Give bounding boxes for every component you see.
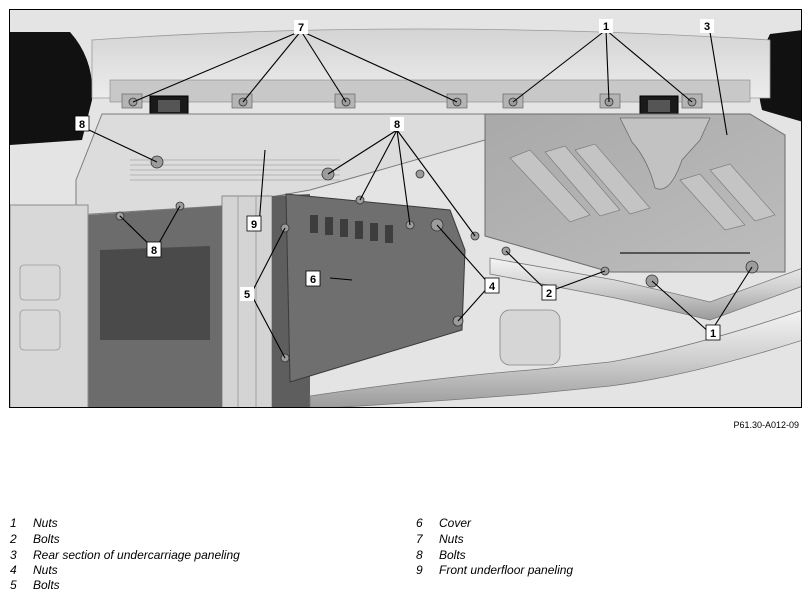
svg-text:2: 2 [546,288,552,300]
exhaust-pipe-upper [489,257,801,321]
legend-number: 2 [10,532,17,546]
svg-text:8: 8 [394,119,400,131]
legend-number: 7 [416,532,423,546]
legend-text: Front underfloor paneling [439,563,574,577]
legend-text: Rear section of undercarriage paneling [33,548,240,562]
leader-lines [88,29,753,359]
svg-text:3: 3 [704,21,710,33]
legend-number: 3 [10,548,17,562]
left-tire [10,32,93,145]
svg-text:7: 7 [298,22,304,34]
legend-item-3: 3 Rear section of undercarriage paneling [10,548,240,564]
svg-text:1: 1 [710,328,716,340]
legend-item-2: 2 Bolts [10,532,60,548]
legend-number: 1 [10,516,17,530]
undercarriage-illustration: 7 1 3 8 8 8 9 6 5 4 2 1 [9,9,802,408]
transmission-cover [285,193,466,383]
exhaust-pipe-lower [309,310,801,407]
legend-text: Nuts [33,563,58,577]
callout-1-bottom: 1 [705,324,721,341]
legend-item-8: 8 Bolts [416,548,466,564]
callout-6: 6 [305,270,321,287]
bumper-strip [109,79,751,103]
callout-8-center: 8 [390,117,404,131]
legend-number: 6 [416,516,423,530]
svg-text:9: 9 [251,219,257,231]
legend-number: 5 [10,578,17,592]
exhaust-muffler [499,309,561,366]
cover-vents [310,215,393,243]
legend-number: 8 [416,548,423,562]
legend-item-6: 6 Cover [416,516,471,532]
callout-2: 2 [541,284,557,301]
callout-8-lower: 8 [146,241,162,258]
legend-number: 4 [10,563,17,577]
rear-paneling-recess [619,117,711,190]
svg-text:5: 5 [244,289,250,301]
callout-9: 9 [246,215,262,232]
legend-item-7: 7 Nuts [416,532,464,548]
connector-right-inner [648,100,670,112]
legend-item-5: 5 Bolts [10,578,60,594]
legend-text: Nuts [33,516,58,530]
callout-1-top: 1 [599,19,613,33]
svg-text:1: 1 [603,21,609,33]
svg-text:4: 4 [489,281,496,293]
legend-item-1: 1 Nuts [10,516,58,532]
callout-5: 5 [240,287,254,301]
connector-left-inner [158,100,180,112]
legend-item-4: 4 Nuts [10,563,58,579]
transmission-housing [100,246,210,340]
legend-text: Bolts [33,578,60,592]
legend-text: Bolts [439,548,466,562]
legend-text: Bolts [33,532,60,546]
callout-8-left: 8 [74,115,90,132]
callout-3: 3 [700,19,714,33]
callout-4: 4 [484,277,500,294]
illustration-svg: 7 1 3 8 8 8 9 6 5 4 2 1 [10,10,801,407]
left-side-details [19,264,61,351]
svg-text:8: 8 [151,245,157,257]
legend-number: 9 [416,563,423,577]
svg-text:8: 8 [79,119,85,131]
rear-paneling-ribs [509,143,776,231]
legend-text: Cover [439,516,472,530]
figure-reference-code: P61.30-A012-09 [733,420,799,430]
svg-text:6: 6 [310,274,316,286]
left-side-member [10,204,89,407]
legend-item-9: 9 Front underfloor paneling [416,563,573,579]
callout-7: 7 [294,20,308,34]
legend-text: Nuts [439,532,464,546]
paneling-ribs [130,159,340,181]
